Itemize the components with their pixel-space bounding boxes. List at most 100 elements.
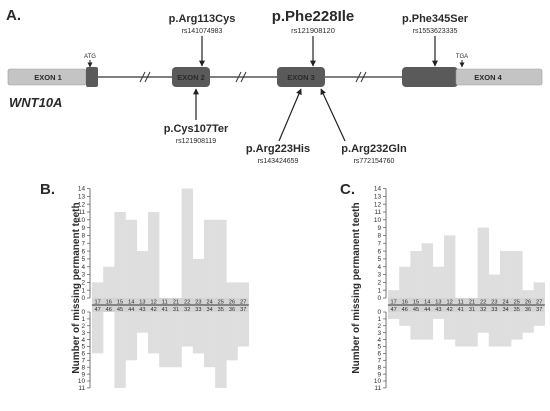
- panel-a-label: A.: [6, 7, 21, 24]
- chart-c-lower-tick-label: 4: [377, 337, 381, 344]
- chart-c-upper-bar-17: [388, 290, 400, 298]
- variant-top-3-name: p.Phe345Ser: [402, 13, 469, 25]
- chart-b-upper-tooth-label: 12: [150, 300, 156, 306]
- chart-c-upper-bar-26: [522, 290, 534, 298]
- variant-top-2-name: p.Phe228Ile: [272, 8, 355, 25]
- chart-c-upper-tooth-label: 27: [536, 300, 542, 306]
- chart-b-lower-tooth-label: 35: [218, 307, 224, 313]
- chart-c-upper-tick-label: 8: [377, 233, 381, 240]
- chart-b-upper-bar-14: [125, 219, 137, 298]
- chart-b-lower-bar-45: [114, 312, 126, 388]
- chart-c-upper-tooth-label: 16: [402, 300, 408, 306]
- chart-b-upper-bar-17: [92, 282, 104, 298]
- panel-b-ylabel: Number of missing permanent teeth: [71, 202, 82, 373]
- chart-b-lower-bar-47: [92, 312, 104, 354]
- chart-c-upper-bar-13: [432, 266, 445, 298]
- chart-c-lower-bar-37: [533, 312, 545, 326]
- chart-c-upper-bar-24: [500, 251, 512, 298]
- chart-b-upper-tick-label: 9: [81, 225, 85, 232]
- start-codon-label: ATG: [84, 54, 96, 60]
- chart-c-lower-tick-label: 9: [377, 371, 381, 378]
- chart-c-upper-bar-22: [477, 227, 489, 298]
- chart-c-lower-bar-42: [444, 312, 456, 340]
- variant-bottom-3-rs: rs772154760: [354, 158, 395, 165]
- chart-b-lower-bar-31: [170, 312, 182, 368]
- chart-b-upper-tick-label: 5: [81, 256, 85, 263]
- chart-b-upper-tick-label: 0: [81, 295, 85, 302]
- chart-b-lower-tick-label: 5: [81, 344, 85, 351]
- chart-c-upper-tick-label: 7: [377, 240, 381, 247]
- chart-c-lower-bar-47: [388, 312, 400, 319]
- chart-c-lower-tooth-label: 35: [514, 307, 520, 313]
- chart-c-lower-tooth-label: 36: [525, 307, 531, 313]
- chart-b-lower-tooth-label: 32: [184, 307, 190, 313]
- chart-c-lower-tick-label: 8: [377, 364, 381, 371]
- chart-c-lower-bar-44: [421, 312, 433, 340]
- chart-c-lower-tick-label: 11: [374, 385, 381, 392]
- variant-top-1-rs: rs141074983: [182, 28, 223, 35]
- chart-b-upper-tick-label: 11: [78, 209, 85, 216]
- chart-b-upper-bar-15: [114, 211, 126, 298]
- panel-c-label: C.: [340, 181, 355, 198]
- break-mark-3: [355, 71, 367, 83]
- chart-c-lower-tooth-label: 41: [458, 307, 464, 313]
- chart-b-upper-bar-23: [192, 258, 205, 298]
- gene-name: WNT10A: [9, 95, 62, 110]
- chart-b-lower-tick-label: 7: [81, 358, 85, 365]
- chart-b-lower-tick-label: 3: [81, 330, 85, 337]
- chart-b-lower-tooth-label: 43: [139, 307, 145, 313]
- chart-b-lower-tick-label: 4: [81, 337, 85, 344]
- chart-b-lower-bar-34: [204, 312, 216, 368]
- chart-c-upper-tooth-label: 13: [435, 300, 441, 306]
- exon-4: EXON 4: [402, 67, 543, 87]
- panel-a: A. EXON 1 EXON 2 EXON 3: [6, 7, 543, 165]
- chart-b-lower-bar-44: [125, 312, 137, 361]
- exon-4-label: EXON 4: [474, 73, 502, 82]
- chart-c-upper-tick-label: 13: [374, 194, 382, 201]
- chart-c-upper-bar-25: [511, 251, 523, 298]
- chart-b-upper-tick-label: 7: [81, 240, 85, 247]
- chart-b-lower-tooth-label: 46: [106, 307, 112, 313]
- chart-b-upper-tooth-label: 21: [173, 300, 179, 306]
- chart-b-lower-tick-label: 0: [81, 309, 85, 316]
- chart-c-lower-tick-label: 7: [377, 358, 381, 365]
- chart-c-lower-bar-36: [522, 312, 534, 333]
- chart-c-lower-tick-label: 2: [377, 323, 381, 330]
- chart-b-upper-tick-label: 3: [81, 272, 85, 279]
- break-mark-1: [139, 71, 151, 83]
- variant-bottom-2-name: p.Arg223His: [246, 143, 310, 155]
- exon-3: EXON 3: [277, 67, 325, 87]
- chart-c-upper-tooth-label: 15: [413, 300, 419, 306]
- chart-c-lower-tick-label: 1: [377, 316, 381, 323]
- chart-c-lower-bar-46: [399, 312, 411, 326]
- chart-b-upper-tooth-label: 27: [240, 300, 246, 306]
- chart-c-lower-tick-label: 3: [377, 330, 381, 337]
- chart-b-upper-tooth-label: 15: [117, 300, 123, 306]
- chart-b-upper-tick-label: 6: [81, 248, 85, 255]
- chart-b-upper-bar-27: [237, 282, 249, 298]
- chart-c-upper-tooth-label: 17: [390, 300, 396, 306]
- chart-b-upper-tooth-label: 23: [195, 300, 201, 306]
- panel-b-label: B.: [40, 181, 55, 198]
- chart-c-upper-bar-23: [488, 274, 501, 298]
- chart-c-lower-tooth-label: 46: [402, 307, 408, 313]
- variant-bottom-1-name: p.Cys107Ter: [164, 123, 229, 135]
- chart-c-lower-bar-35: [511, 312, 523, 340]
- chart-b-lower-tooth-label: 36: [229, 307, 235, 313]
- stop-codon-label: TGA: [456, 54, 468, 60]
- chart-c-lower-bar-34: [500, 312, 512, 347]
- chart-c-upper-tick-label: 4: [377, 264, 381, 271]
- chart-c-lower-tooth-label: 44: [424, 307, 430, 313]
- chart-c-upper-tick-label: 1: [377, 287, 381, 294]
- chart-c-upper-tooth-label: 23: [491, 300, 497, 306]
- variant-bottom-3-name: p.Arg232Gln: [341, 143, 407, 155]
- chart-b-upper-tick-label: 13: [78, 194, 86, 201]
- chart-b-upper-bar-26: [226, 282, 238, 298]
- chart-c-lower-tooth-label: 47: [390, 307, 396, 313]
- chart-b-upper-tooth-label: 16: [106, 300, 112, 306]
- exon-1: EXON 1: [7, 67, 98, 87]
- chart-b-lower-bar-43: [136, 312, 149, 333]
- chart-b-lower-tooth-label: 37: [240, 307, 246, 313]
- chart-c-lower-tick-label: 0: [377, 309, 381, 316]
